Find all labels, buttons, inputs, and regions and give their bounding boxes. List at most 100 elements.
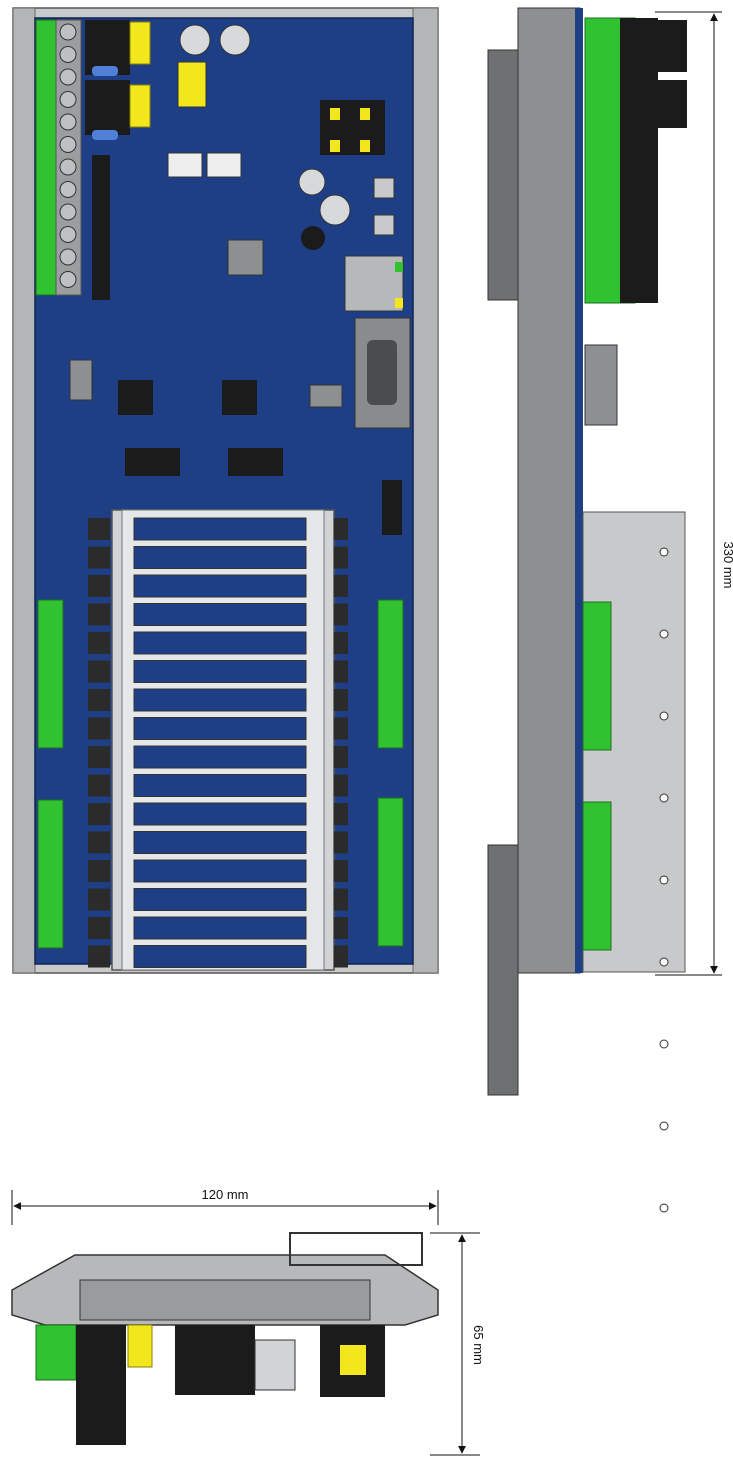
blue-inductor-2 xyxy=(92,130,118,140)
terminal-screw xyxy=(59,271,77,288)
relay-row xyxy=(133,916,307,940)
terminal-screws xyxy=(59,23,77,288)
relay-terminal-left xyxy=(88,831,110,854)
bottom-black-block xyxy=(175,1325,255,1395)
regulator-left xyxy=(69,359,93,401)
relay-terminal-left xyxy=(88,518,110,540)
relay-terminal-right xyxy=(334,518,348,540)
side-plate-hole xyxy=(659,1121,669,1131)
side-housing-flange-bottom xyxy=(487,844,519,1096)
ic-row-2 xyxy=(228,448,283,476)
relay-terminal-left xyxy=(88,546,110,569)
relay-terminal-right xyxy=(334,546,348,569)
yellow-cap-1 xyxy=(129,21,151,65)
side-plate-holes xyxy=(659,547,669,1213)
relay-terminal-left xyxy=(88,860,110,882)
relay-row xyxy=(133,631,307,655)
front-housing-rail-left xyxy=(12,7,36,974)
terminal-screw xyxy=(59,46,77,63)
relay-row xyxy=(133,660,307,683)
depth-dimension: 65 mm xyxy=(430,1232,486,1456)
qfn-chip-1 xyxy=(118,380,153,415)
relay-terminal-left xyxy=(88,803,110,825)
terminal-screw xyxy=(59,158,77,176)
side-black-plug-2 xyxy=(655,80,687,128)
relay-row xyxy=(133,603,307,626)
relay-row xyxy=(133,888,307,911)
front-housing-rail-right xyxy=(412,7,439,974)
electrolytic-cap-2 xyxy=(219,24,251,56)
side-terminal-dark xyxy=(620,18,658,303)
relay-row xyxy=(133,774,307,797)
side-plate-hole xyxy=(659,875,669,885)
side-black-plug-1 xyxy=(655,20,687,72)
terminal-screw xyxy=(59,91,77,108)
side-housing-body xyxy=(517,7,581,974)
relay-row xyxy=(133,717,307,740)
relay-row xyxy=(133,574,307,598)
relay-terminal-left xyxy=(88,746,110,768)
relay-terminal-left xyxy=(88,945,110,968)
height-dimension: 330 mm xyxy=(655,11,733,976)
electrolytic-cap-3 xyxy=(298,168,326,196)
ic-row-1 xyxy=(125,448,180,476)
relay-terminal-right xyxy=(334,603,348,626)
relay-row xyxy=(133,517,307,541)
relay-terminal-right xyxy=(334,888,348,911)
black-cap xyxy=(301,226,325,250)
qfn-chip-2 xyxy=(222,380,257,415)
top-black-block-2 xyxy=(85,80,130,135)
relay-terminal-right xyxy=(334,831,348,854)
vertical-header xyxy=(92,155,110,300)
relay-terminal-left xyxy=(88,603,110,626)
relay-row xyxy=(133,945,307,968)
relay-terminal-left xyxy=(88,632,110,654)
yellow-cap-2 xyxy=(129,84,151,128)
bottom-db9 xyxy=(254,1339,296,1391)
db9-connector xyxy=(354,317,411,429)
terminal-screw xyxy=(59,248,77,266)
relay-terminal-left xyxy=(88,917,110,939)
relay-terminal-right xyxy=(334,746,348,768)
db9-shell xyxy=(367,340,397,405)
relay-terminal-right xyxy=(334,689,348,711)
terminal-screw xyxy=(59,23,77,41)
terminal-screw xyxy=(59,68,77,86)
ethernet-led-2 xyxy=(395,298,403,308)
terminal-screw xyxy=(59,203,77,221)
terminal-screw xyxy=(59,181,77,198)
choke-yellow-3 xyxy=(330,140,340,152)
choke-yellow-1 xyxy=(330,108,340,120)
side-plate-hole xyxy=(659,711,669,721)
electrolytic-cap-4 xyxy=(319,194,351,226)
bottom-din-rail xyxy=(289,1232,423,1266)
side-relay-green-1 xyxy=(582,601,612,751)
bottom-green-connector xyxy=(35,1324,77,1381)
blue-inductor-1 xyxy=(92,66,118,76)
relay-terminal-left xyxy=(88,689,110,711)
relay-terminal-left xyxy=(88,660,110,683)
opto-2 xyxy=(206,152,242,178)
side-plate-hole xyxy=(659,957,669,967)
top-black-block-1 xyxy=(85,20,130,75)
bottom-yellow-cap xyxy=(127,1324,153,1368)
green-connector-left-1 xyxy=(37,599,64,749)
relay-terminal-left xyxy=(88,717,110,740)
choke-yellow-4 xyxy=(360,140,370,152)
electrolytic-cap-1 xyxy=(179,24,211,56)
green-connector-left-2 xyxy=(37,799,64,949)
relay-terminal-left xyxy=(88,575,110,597)
opto-1 xyxy=(167,152,203,178)
front-view xyxy=(12,7,439,974)
relay-terminal-right xyxy=(334,945,348,968)
relay-terminal-right xyxy=(334,575,348,597)
relay-rows xyxy=(88,517,348,968)
width-label: 120 mm xyxy=(202,1187,249,1202)
relay-row xyxy=(133,859,307,883)
side-plate-hole xyxy=(659,547,669,557)
terminal-screw xyxy=(59,136,77,153)
side-db9 xyxy=(584,344,618,426)
relay-terminal-right xyxy=(334,660,348,683)
side-plate-hole xyxy=(659,793,669,803)
